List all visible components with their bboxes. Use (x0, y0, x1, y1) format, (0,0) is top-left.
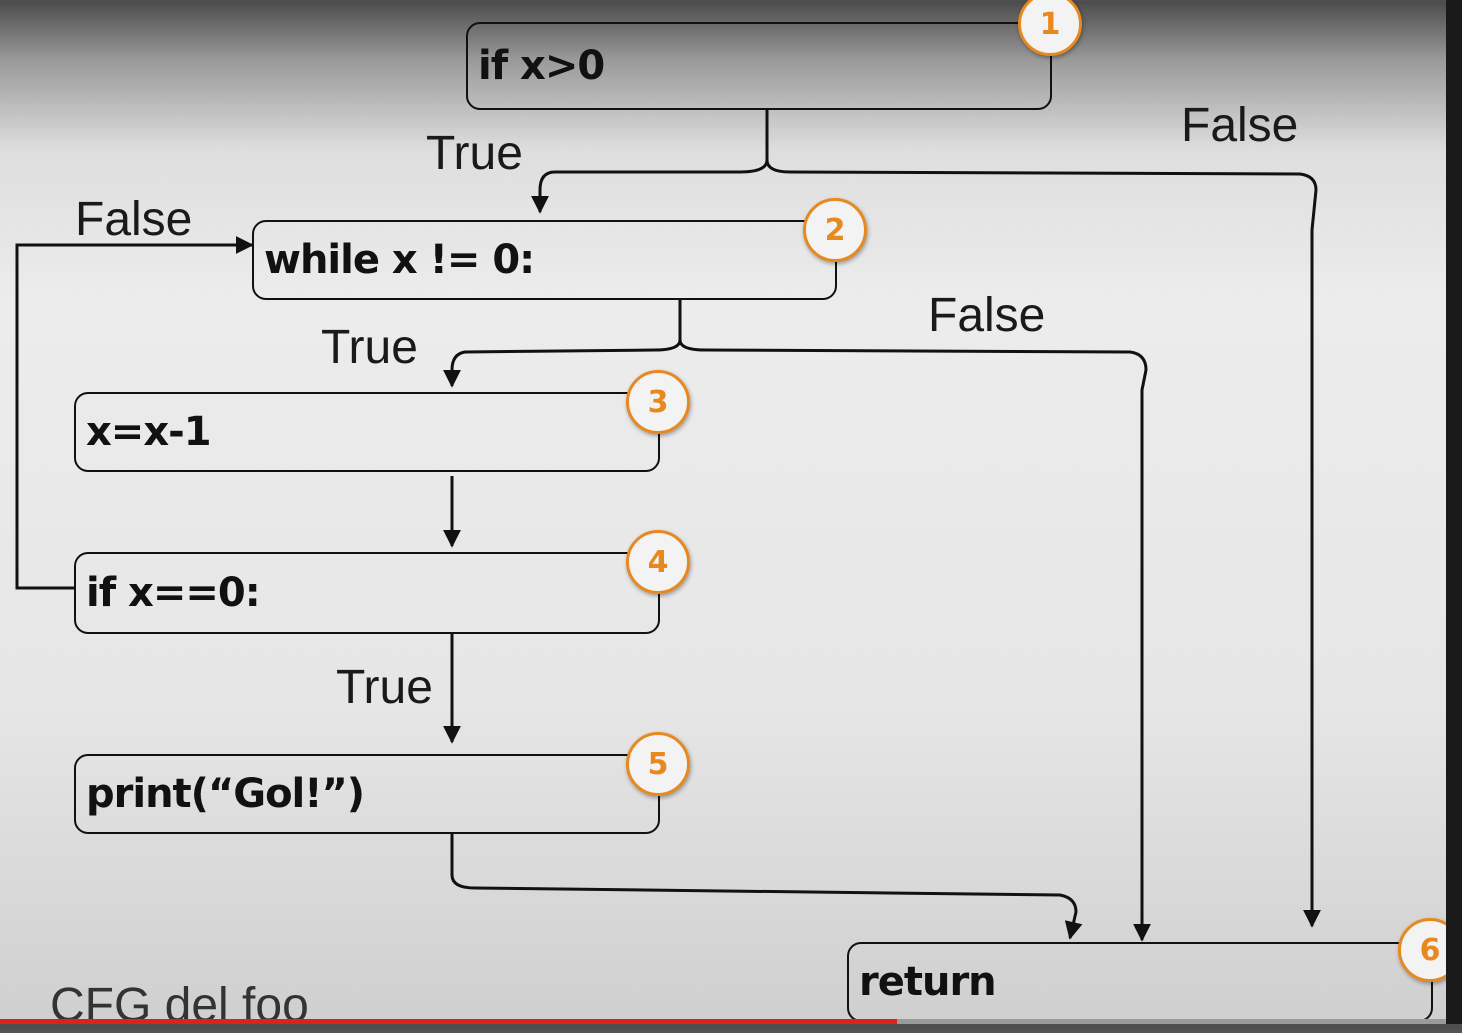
edge-1-to-2 (531, 110, 769, 214)
edge-1-to-6 (765, 159, 1321, 928)
node-4-box: if x==0: (74, 552, 660, 634)
node-2-label: while x != 0: (264, 237, 535, 283)
edge-label-1-2: True (426, 127, 523, 180)
video-progress-fill (0, 1019, 897, 1024)
slide-caption: CFG del foo (50, 979, 309, 1032)
node-1-badge: 1 (1018, 0, 1082, 56)
edge-label-4-5: True (336, 661, 433, 714)
node-1-box: if x>0 (466, 22, 1052, 110)
node-2-box: while x != 0: (252, 220, 837, 300)
edge-5-to-6 (450, 834, 1083, 940)
edge-label-1-6: False (1181, 99, 1299, 152)
node-3-box: x=x-1 (74, 392, 660, 472)
node-4-badge: 4 (626, 530, 690, 594)
node-6-box: return (847, 942, 1433, 1022)
edge-2-to-3 (443, 300, 682, 388)
node-1-label: if x>0 (478, 43, 605, 89)
edge-2-to-6 (678, 339, 1151, 942)
edge-label-2-6: False (928, 289, 1046, 342)
right-edge-bar (1446, 0, 1462, 1024)
edge-label-2-3: True (321, 321, 418, 374)
node-3-label: x=x-1 (86, 409, 212, 455)
edge-label-4-2: False (75, 193, 193, 246)
node-4-label: if x==0: (86, 570, 261, 616)
node-5-label: print(“Gol!”) (86, 771, 365, 817)
node-5-box: print(“Gol!”) (74, 754, 660, 834)
node-5-badge: 5 (626, 732, 690, 796)
node-6-label: return (859, 959, 997, 1005)
node-2-badge: 2 (803, 198, 867, 262)
edge-4-to-2 (15, 236, 254, 590)
video-progress-bar[interactable] (0, 1019, 1446, 1024)
node-3-badge: 3 (626, 370, 690, 434)
